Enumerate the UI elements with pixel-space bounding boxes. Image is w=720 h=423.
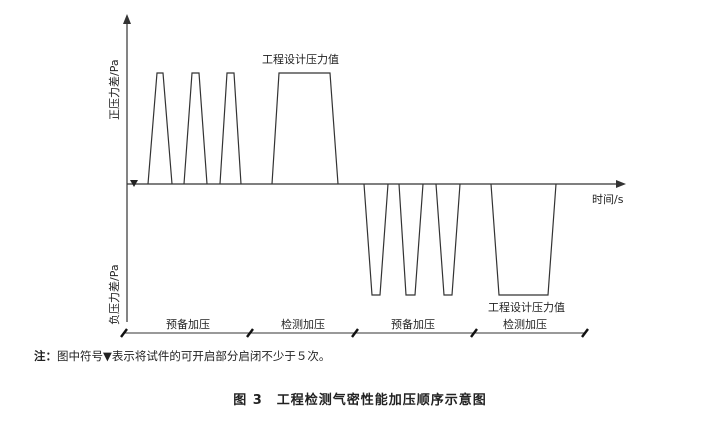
stage-label-test-negative: 检测加压: [503, 317, 547, 331]
stage-label-prep-positive: 预备加压: [166, 317, 210, 331]
x-axis-label: 时间/s: [592, 193, 624, 206]
negative-prep-pulse-2: [398, 183, 424, 296]
positive-prep-pulse-1: [147, 72, 173, 185]
positive-prep-pulse-3: [219, 72, 242, 185]
figure-caption: 图 3 工程检测气密性能加压顺序示意图: [233, 393, 487, 408]
stage-label-prep-negative: 预备加压: [391, 317, 435, 331]
positive-peak-annotation: 工程设计压力值: [262, 53, 339, 66]
x-axis-arrow: [616, 180, 626, 188]
operation-marker-icon: [130, 180, 138, 187]
stage-tick-3: [351, 328, 359, 338]
stage-tick-1: [120, 328, 128, 338]
positive-test-pulse: [271, 72, 339, 185]
footnote-prefix: 注：: [34, 349, 57, 363]
stage-tick-2: [246, 328, 254, 338]
y-positive-label: 正压力差/Pa: [107, 59, 121, 120]
negative-prep-pulse-1: [363, 183, 389, 296]
footnote-text: 图中符号▼表示将试件的可开启部分启闭不少于５次。: [57, 349, 331, 363]
footnote: 注：图中符号▼表示将试件的可开启部分启闭不少于５次。: [34, 348, 330, 364]
negative-peak-annotation: 工程设计压力值: [488, 301, 565, 314]
stage-tick-5: [581, 328, 589, 338]
y-axis-arrow: [123, 14, 131, 24]
negative-prep-pulse-3: [435, 183, 461, 296]
stage-tick-4: [470, 328, 478, 338]
negative-test-pulse: [490, 183, 557, 296]
positive-prep-pulse-2: [183, 72, 208, 185]
y-negative-label: 负压力差/Pa: [107, 264, 121, 325]
stage-label-test-positive: 检测加压: [281, 317, 325, 331]
